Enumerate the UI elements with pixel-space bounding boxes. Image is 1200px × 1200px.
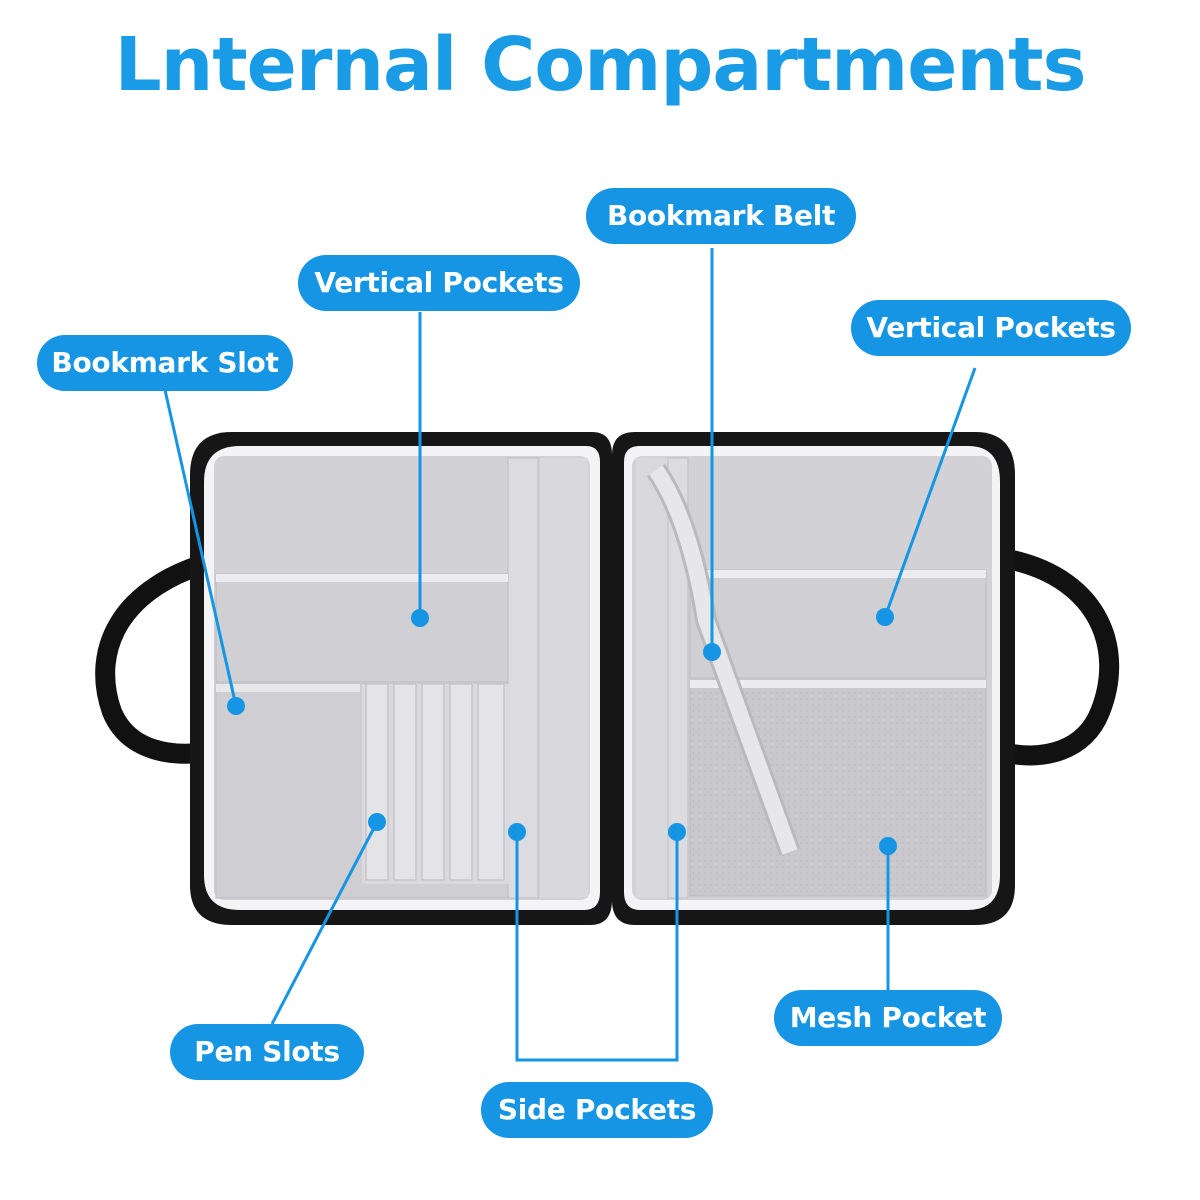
right-vertical-pocket	[689, 569, 987, 679]
leader-lines	[163, 248, 977, 1062]
callout-dots	[227, 608, 897, 855]
label-bookmark-belt: Bookmark Belt	[586, 188, 856, 244]
page-title: Lnternal Compartments	[114, 22, 1086, 108]
right-handle	[992, 550, 1120, 766]
label-pen-slots: Pen Slots	[170, 1024, 364, 1080]
label-side-pockets: Side Pockets	[481, 1082, 713, 1138]
left-vertical-pocket	[215, 573, 509, 683]
label-vertical-pockets-right: Vertical Pockets	[851, 300, 1131, 356]
label-vertical-pockets-left: Vertical Pockets	[298, 255, 580, 311]
label-bookmark-slot: Bookmark Slot	[37, 335, 293, 391]
pen-slot-group	[362, 683, 510, 884]
left-handle	[95, 550, 228, 764]
label-mesh-pocket: Mesh Pocket	[774, 990, 1002, 1046]
